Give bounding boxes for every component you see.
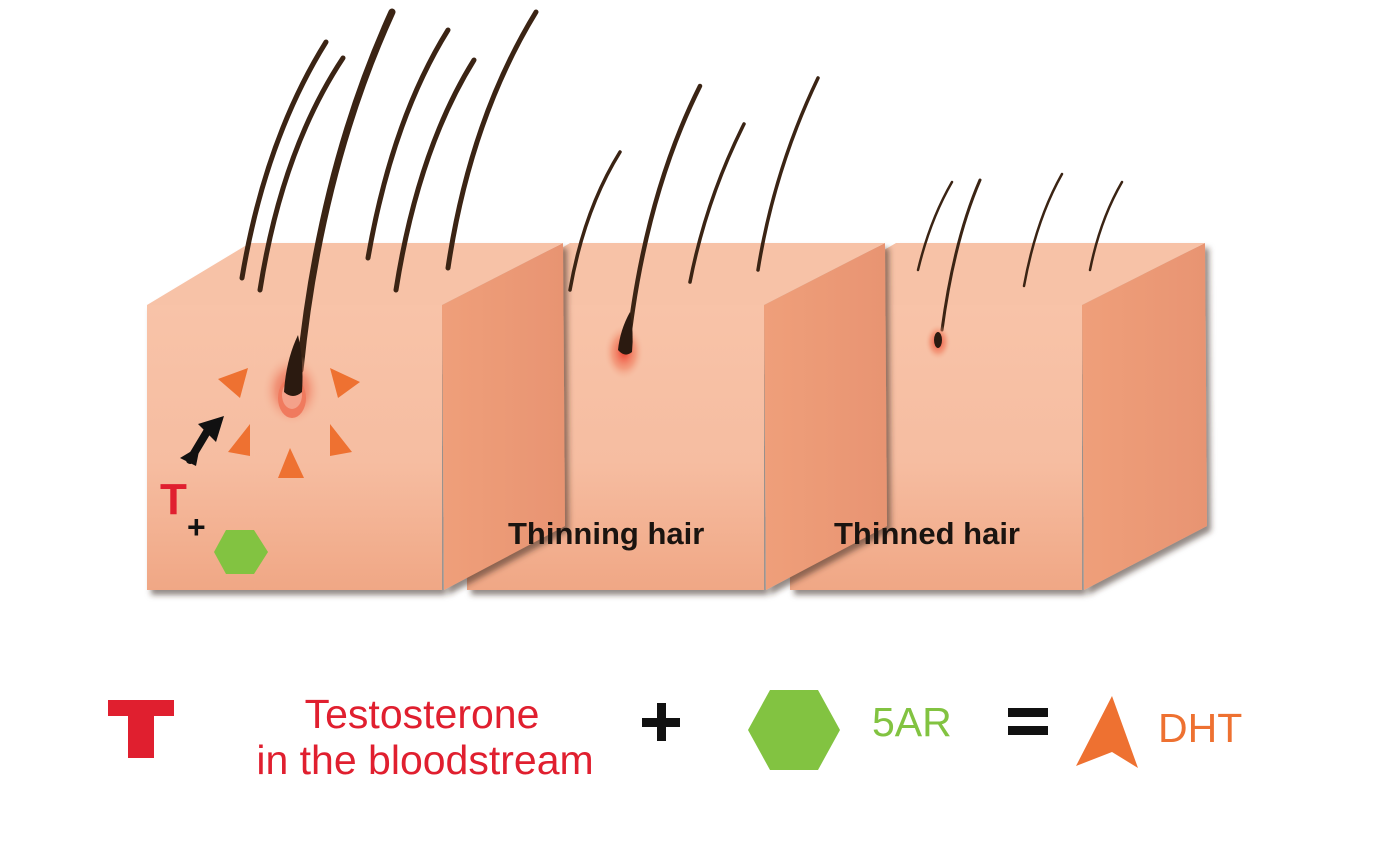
dht-icon <box>278 448 304 478</box>
enzyme-hexagon-scalp <box>214 530 268 574</box>
hair-strands-healthy <box>239 8 539 374</box>
follicle-thinned <box>925 324 951 360</box>
skin-block-3-side <box>1082 243 1207 590</box>
legend-testosterone-line2: in the bloodstream <box>256 737 593 783</box>
dht-icon <box>330 368 360 398</box>
skin-block-1-side <box>442 243 565 590</box>
hair-strands-thinning <box>568 76 820 333</box>
dht-icon <box>218 368 248 398</box>
legend: Testosterone in the bloodstream 5AR DHT <box>108 690 1242 783</box>
skin-block-1-top <box>147 243 563 305</box>
dht-icon <box>330 424 352 456</box>
testosterone-symbol-scalp: T <box>160 475 187 524</box>
stage-label-thinned: Thinned hair <box>834 516 1020 551</box>
plus-symbol-scalp: + <box>187 509 206 545</box>
hair-strands-thinned <box>916 172 1124 332</box>
dht-icon <box>228 424 250 456</box>
legend-equals-sign <box>1008 708 1048 735</box>
skin-block-healthy <box>147 243 565 590</box>
follicle-healthy <box>262 335 322 426</box>
legend-dht-label: DHT <box>1158 705 1242 751</box>
legend-plus-sign <box>642 703 680 741</box>
stage-label-thinning: Thinning hair <box>508 516 704 551</box>
follicle-thinning <box>604 312 644 380</box>
dht-molecules <box>218 368 360 478</box>
legend-testosterone-line1: Testosterone <box>305 691 540 737</box>
green-hexagon-icon <box>748 690 840 770</box>
T-letter-icon <box>108 700 174 758</box>
skin-block-3-top <box>790 243 1205 305</box>
black-arrow-icon <box>180 416 224 466</box>
legend-enzyme-label: 5AR <box>872 699 952 745</box>
skin-block-2-side <box>764 243 887 590</box>
orange-arrowhead-icon <box>1076 696 1138 768</box>
